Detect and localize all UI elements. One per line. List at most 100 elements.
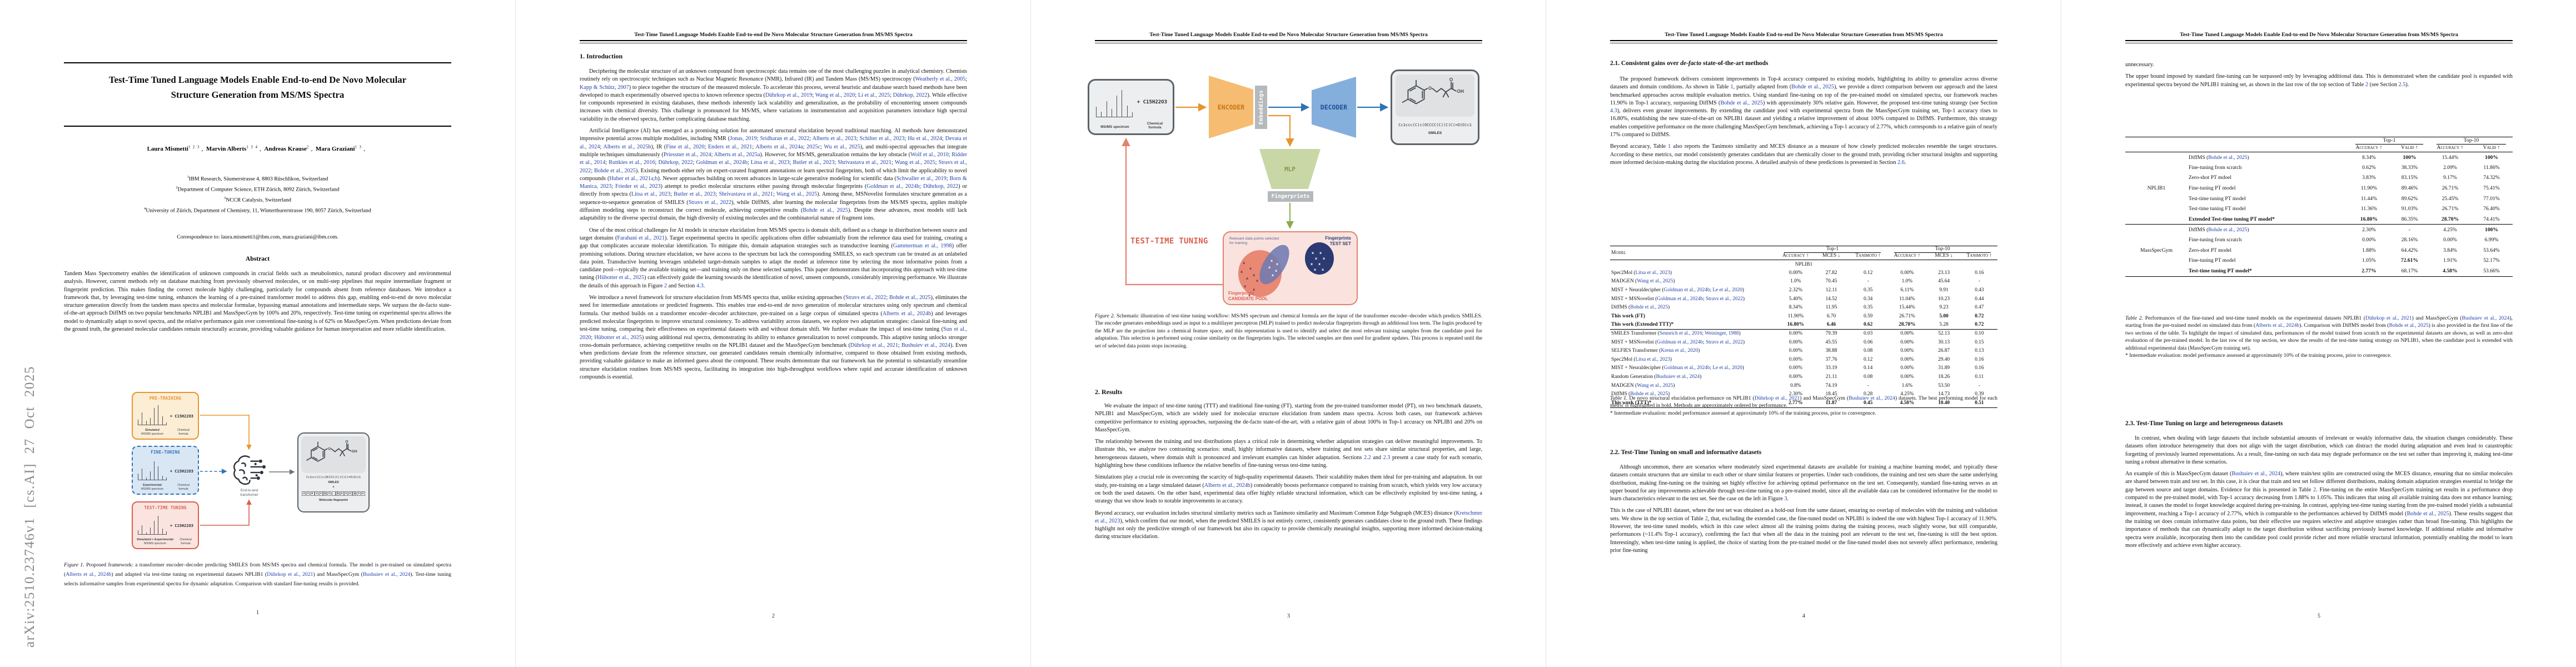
citation-link[interactable]: Bohde et al., 2025 (2406, 510, 2449, 517)
citation-link[interactable]: Bushuiev et al., 2024 (1656, 374, 1700, 380)
citation-link[interactable]: Bohde et al., 2025 (2208, 226, 2248, 233)
citation-link[interactable]: Bohde et al., 2025 (2208, 154, 2248, 161)
citation-link[interactable]: 1 (1730, 84, 1733, 91)
citation-link[interactable]: Bushuiev et al., 2024 (901, 342, 950, 349)
citation-link[interactable]: Goldman et al., 2024b (696, 160, 748, 166)
citation-link[interactable]: Bohde et al., 2025 (2389, 322, 2429, 329)
citation-link[interactable]: 2.5 (2398, 81, 2406, 88)
citation-link[interactable]: 2 (1705, 515, 1708, 522)
citation-link[interactable]: Goldman et al., 2024b (1657, 339, 1703, 345)
citation-link[interactable]: Fine et al., 2020 (666, 143, 705, 150)
citation-link[interactable]: Alberts et al., 2025b (603, 143, 651, 150)
citation-link[interactable]: Wu et al., 2025 (824, 143, 860, 150)
citation-link[interactable]: Wang et al., 2025 (894, 160, 935, 166)
citation-link[interactable]: Shrivastava et al., 2021 (838, 160, 892, 166)
citation-link[interactable]: Stravs et al., 2022 (688, 199, 731, 206)
citation-link[interactable]: 2 (2365, 81, 2369, 88)
citation-link[interactable]: Alberts et al., 2025a (714, 151, 760, 158)
citation-link[interactable]: Shrivastava et al., 2021 (719, 191, 773, 198)
citation-link[interactable]: Huber et al., 2021a (609, 175, 654, 182)
citation-link[interactable]: b (655, 175, 658, 182)
citation-link[interactable]: 2.3 (1383, 454, 1391, 461)
citation-link[interactable]: Wang et al., 2025 (776, 191, 818, 198)
citation-link[interactable]: 2.2 (1364, 454, 1371, 461)
citation-link[interactable]: Butler et al., 2023 (674, 191, 716, 198)
citation-link[interactable]: Le et al., 2020 (1712, 365, 1742, 371)
citation-link[interactable]: Hübotter et al., 2025 (594, 334, 642, 341)
citation-link[interactable]: Kretschmer et al., 2023 (1095, 510, 1482, 524)
citation-link[interactable]: Dührkop et al., 2019 (765, 92, 813, 98)
citation-link[interactable]: Devata et al., 2024 (580, 136, 967, 150)
citation-link[interactable]: Litsa et al., 2023 (1635, 356, 1670, 362)
citation-link[interactable]: Bushuiev et al., 2024 (2462, 315, 2510, 321)
citation-link[interactable]: Wang et al., 2025 (1637, 278, 1673, 285)
citation-link[interactable]: Butler et al., 2023 (793, 160, 835, 166)
citation-link[interactable]: Born & Manica, 2023 (580, 175, 967, 190)
citation-link[interactable]: Frieder et al., 2023 (615, 183, 661, 190)
citation-link[interactable]: Hübotter et al., 2025 (597, 275, 645, 281)
citation-link[interactable]: Goldman et al., 2024b (1657, 296, 1703, 302)
citation-link[interactable]: Dührkop, 2022 (658, 160, 693, 166)
citation-link[interactable]: Bohde et al., 2025 (1791, 84, 1834, 91)
citation-link[interactable]: Bohde et al., 2025 (1720, 99, 1763, 106)
citation-link[interactable]: Bushuiev et al., 2024 (2231, 471, 2281, 477)
citation-link[interactable]: Weatherly et al., 2005 (915, 76, 966, 83)
citation-link[interactable]: Dührkop, 2022 (893, 92, 928, 98)
citation-link[interactable]: Stravs et al., 2022 (580, 160, 968, 174)
citation-link[interactable]: Litsa et al., 2023 (631, 191, 671, 198)
citation-link[interactable]: Enders et al., 2021 (707, 143, 753, 150)
citation-link[interactable]: Goldman et al., 2024b (866, 183, 920, 190)
citation-link[interactable]: Ruttkies et al., 2016 (609, 160, 655, 166)
citation-link[interactable]: Alberts et al., 2023 (812, 136, 856, 142)
citation-link[interactable]: Priessner et al., 2024 (663, 151, 711, 158)
citation-link[interactable]: Alberts et al., 2024b (2255, 322, 2300, 329)
citation-link[interactable]: 2 (664, 282, 667, 289)
citation-link[interactable]: Dührkop et al., 2021 (2365, 315, 2412, 321)
citation-link[interactable]: Bohde et al., 2025 (1630, 391, 1668, 397)
citation-link[interactable]: Schwaller et al., 2019 (896, 175, 946, 182)
citation-link[interactable]: Bushuiev et al., 2024 (362, 571, 411, 578)
citation-link[interactable]: Litsa et al., 2023 (750, 160, 790, 166)
citation-link[interactable]: Farahani et al., 2021 (617, 235, 665, 241)
citation-link[interactable]: Gammerman et al., 1998 (893, 243, 952, 250)
citation-link[interactable]: Dührkop et al., 2021 (850, 342, 898, 349)
citation-link[interactable]: Schilter et al., 2023 (859, 136, 905, 142)
citation-link[interactable]: Sridharan et al., 2022 (760, 136, 810, 142)
citation-link[interactable]: Wang et al., 2020 (815, 92, 855, 98)
citation-link[interactable]: Goldman et al., 2024b (1663, 365, 1710, 371)
citation-link[interactable]: 2 (2313, 486, 2316, 493)
citation-link[interactable]: Ridder et al., 2014 (580, 151, 967, 166)
citation-link[interactable]: 1 (1668, 143, 1671, 150)
citation-link[interactable]: Hu et al., 2024 (908, 136, 942, 142)
citation-link[interactable]: Goldman et al., 2024b (1663, 287, 1710, 293)
citation-link[interactable]: Le et al., 2020 (1712, 287, 1742, 293)
citation-link[interactable]: Bohde et al., 2025 (1630, 305, 1668, 311)
citation-link[interactable]: Alberts et al., 2024b (1204, 482, 1250, 489)
citation-link[interactable]: Stravs et al., 2022 (1706, 339, 1743, 345)
citation-link[interactable]: Sennrich et al., 2016 (1659, 331, 1702, 337)
citation-link[interactable]: Jonas, 2019 (730, 136, 757, 142)
citation-link[interactable]: Bushuiev et al., 2024 (1848, 395, 1895, 401)
citation-link[interactable]: Krenn et al., 2020 (1661, 348, 1698, 354)
citation-link[interactable]: Alberts et al., 2024a (755, 143, 803, 150)
citation-link[interactable]: 2.6 (1897, 159, 1905, 166)
citation-link[interactable]: 3 (1784, 496, 1787, 502)
citation-link[interactable]: Wang et al., 2025 (1637, 382, 1673, 389)
citation-link[interactable]: Dührkop et al., 2021 (1754, 395, 1800, 401)
citation-link[interactable]: 2025c (806, 143, 821, 150)
citation-link[interactable]: Dührkop, 2022 (923, 183, 959, 190)
citation-link[interactable]: Litsa et al., 2023 (1635, 270, 1670, 276)
citation-link[interactable]: 4.3 (1610, 108, 1617, 115)
citation-link[interactable]: Dührkop et al., 2021 (267, 571, 313, 578)
citation-link[interactable]: Bohde et al., 2025 (803, 207, 848, 214)
citation-link[interactable]: Alberts et al., 2024b (66, 571, 112, 578)
citation-link[interactable]: Alberts et al., 2024b (882, 310, 931, 317)
citation-link[interactable]: Li et al., 2025 (858, 92, 890, 98)
citation-link[interactable]: Sun et al., 2020 (580, 326, 968, 341)
citation-link[interactable]: Stravs et al., 2022 (845, 295, 886, 301)
citation-link[interactable]: Kapp & Schütz, 2007 (580, 84, 629, 91)
citation-link[interactable]: Weininger, 1988 (1705, 331, 1739, 337)
citation-link[interactable]: Bohde et al., 2025 (594, 167, 636, 174)
citation-link[interactable]: Bohde et al., 2025 (889, 295, 931, 301)
citation-link[interactable]: Stravs et al., 2022 (1706, 296, 1743, 302)
